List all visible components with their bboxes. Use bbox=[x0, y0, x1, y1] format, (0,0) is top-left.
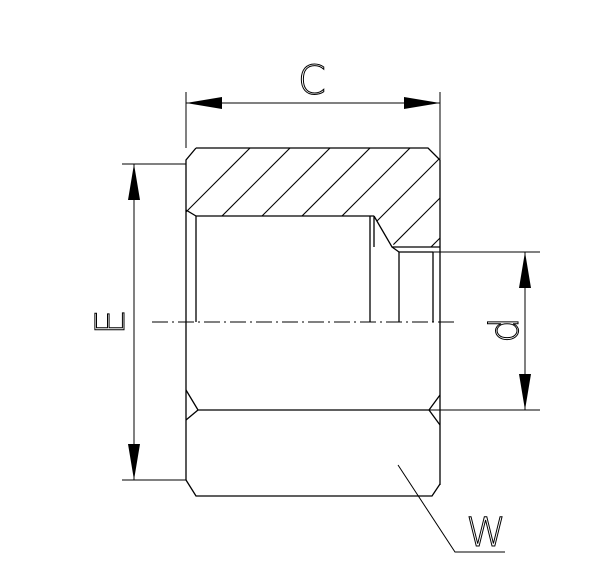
dimension-label-d: d bbox=[482, 317, 528, 342]
dimension-e: E bbox=[88, 163, 186, 481]
dimension-c: C bbox=[185, 58, 441, 160]
internal-bore bbox=[195, 216, 434, 322]
leader-w: W bbox=[397, 464, 506, 557]
dimension-d: d bbox=[429, 251, 540, 411]
dimension-label-c: C bbox=[298, 58, 326, 104]
part-outline bbox=[185, 147, 441, 497]
hatched-section bbox=[186, 148, 440, 247]
dimension-label-e: E bbox=[88, 309, 134, 334]
dimension-label-w: W bbox=[466, 510, 506, 556]
